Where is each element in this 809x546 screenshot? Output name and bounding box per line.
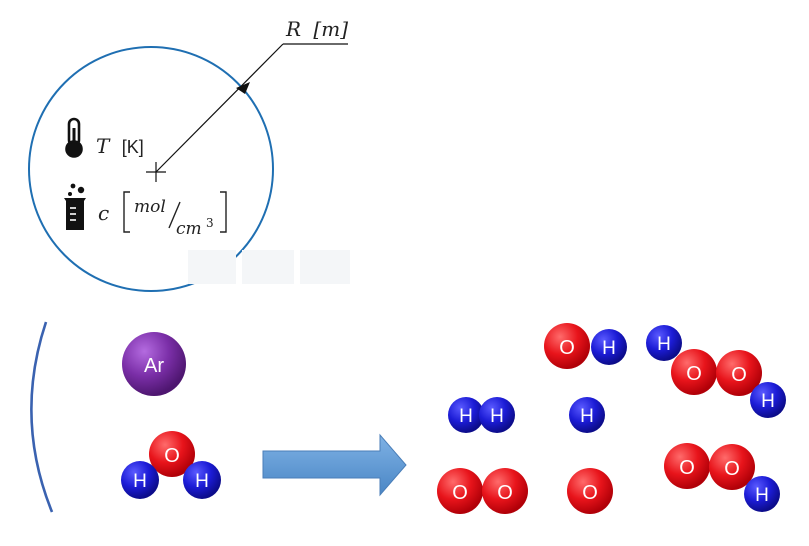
oxygen-atom: O <box>567 468 613 514</box>
radius-label: R [m] <box>285 17 348 41</box>
svg-text:H: H <box>761 391 775 412</box>
hydrogen-atom: H <box>569 397 605 433</box>
svg-text:H: H <box>133 471 147 492</box>
temperature-label: T [K] <box>96 134 144 158</box>
hydroxyl-molecule: O H <box>544 323 627 369</box>
svg-text:Ar: Ar <box>144 355 164 377</box>
faint-watermark <box>188 250 350 284</box>
svg-text:O: O <box>731 364 747 386</box>
svg-text:O: O <box>164 445 180 467</box>
svg-text:O: O <box>679 457 695 479</box>
svg-text:H: H <box>459 406 473 427</box>
thermometer-icon <box>65 117 83 158</box>
svg-text:O: O <box>452 482 468 504</box>
hydrogen-peroxide-fragment: O O H <box>664 443 780 512</box>
svg-text:3: 3 <box>206 216 214 230</box>
svg-text:cm: cm <box>176 219 202 239</box>
hydrogen-molecule: H H <box>448 397 515 433</box>
svg-text:H: H <box>195 471 209 492</box>
svg-text:O: O <box>724 458 740 480</box>
svg-text:H: H <box>657 334 671 355</box>
svg-text:O: O <box>686 363 702 385</box>
reaction-arrow <box>262 433 407 497</box>
svg-text:H: H <box>580 406 594 427</box>
svg-text:O: O <box>497 482 513 504</box>
svg-text:O: O <box>582 482 598 504</box>
reactor-circle <box>28 46 274 292</box>
radius-leader <box>155 43 348 173</box>
concentration-label: c mol cm 3 <box>98 191 227 239</box>
svg-text:H: H <box>490 406 504 427</box>
svg-text:H: H <box>755 485 769 506</box>
water-molecule: O H H <box>121 431 221 499</box>
oxygen-molecule: O O <box>437 468 528 514</box>
argon-atom: Ar <box>122 332 186 396</box>
svg-text:c: c <box>98 201 109 225</box>
hydroperoxyl-molecule: H O O H <box>646 325 786 418</box>
svg-text:H: H <box>602 338 616 359</box>
svg-text:O: O <box>559 337 575 359</box>
svg-text:mol: mol <box>134 197 166 217</box>
beaker-icon <box>64 183 86 230</box>
left-bracket <box>30 321 54 513</box>
radius-arrowhead <box>236 82 250 94</box>
